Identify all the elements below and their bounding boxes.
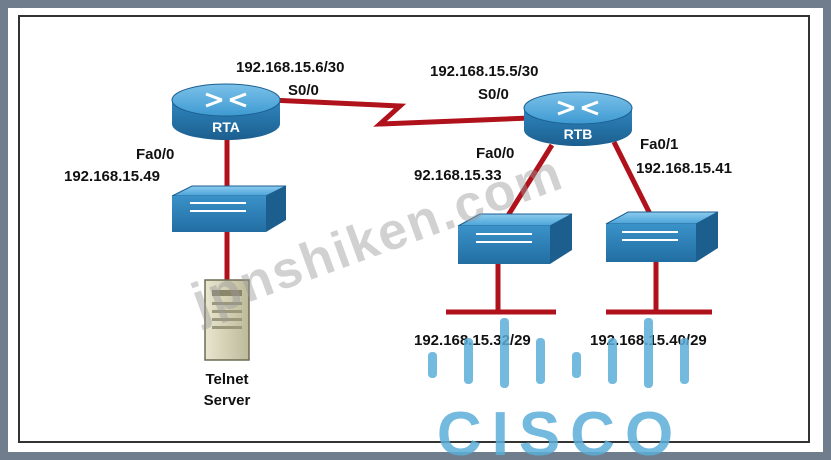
router-arrows-icon <box>557 100 599 116</box>
rtb-fa1-port: Fa0/1 <box>640 136 678 153</box>
rtb-right-switch-link <box>611 140 653 216</box>
rta-serial-port: S0/0 <box>288 82 319 99</box>
rtb-fa0-ip: 92.168.15.33 <box>414 167 502 184</box>
router-rtb-label: RTB <box>564 126 593 142</box>
rtb-serial-ip: 192.168.15.5/30 <box>430 63 538 80</box>
rta-fa-ip: 192.168.15.49 <box>64 168 160 185</box>
rta-fa-port: Fa0/0 <box>136 146 174 163</box>
diagram-border <box>18 15 810 443</box>
cisco-bars-icon <box>428 318 689 388</box>
server-label-line2: Server <box>204 392 251 409</box>
rtb-fa0-port: Fa0/0 <box>476 145 514 162</box>
serial-link <box>269 97 531 127</box>
switch-arrows-icon <box>476 233 532 243</box>
rtb-fa1-ip: 192.168.15.41 <box>636 160 732 177</box>
switch-arrows-icon <box>190 202 246 212</box>
router-rta-label: RTA <box>212 119 240 135</box>
switch-rtb-lan-right <box>605 211 719 262</box>
switch-rta-lan <box>171 185 287 232</box>
router-rtb: RTB <box>523 91 633 146</box>
rtb-left-switch-link <box>501 143 555 224</box>
router-arrows-icon <box>205 92 247 108</box>
router-rta: RTA <box>171 83 281 140</box>
rta-serial-ip: 192.168.15.6/30 <box>236 59 344 76</box>
switch-rtb-lan-left <box>457 213 573 264</box>
switch-arrows-icon <box>622 231 678 241</box>
telnet-server <box>204 279 250 361</box>
cisco-logo: CISCO <box>428 318 689 460</box>
cisco-wordmark: CISCO <box>437 400 683 460</box>
rtb-serial-port: S0/0 <box>478 86 509 103</box>
server-label-line1: Telnet <box>205 371 248 388</box>
